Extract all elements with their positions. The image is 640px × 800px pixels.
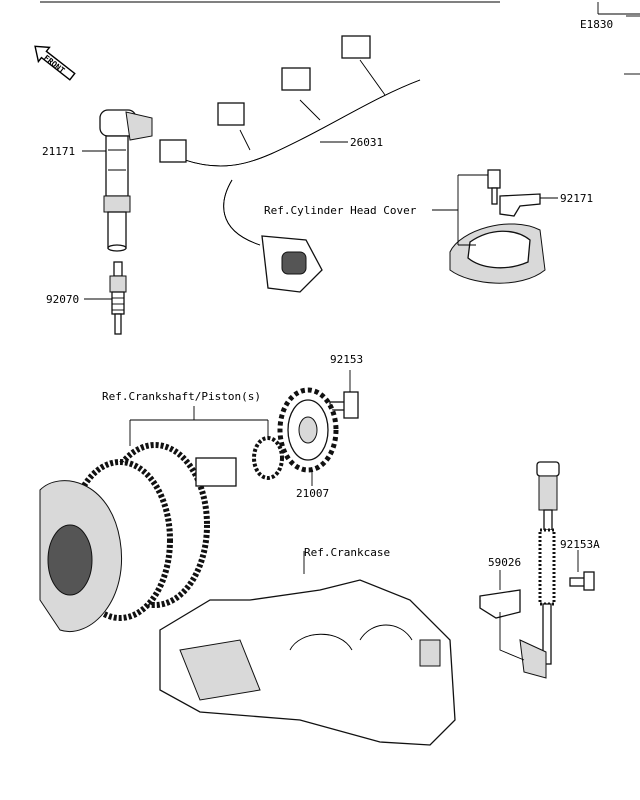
ref-crankcase: Ref.Crankcase: [304, 546, 390, 559]
part-label-21007: 21007: [296, 487, 329, 500]
bolt-92153: [329, 391, 359, 419]
part-label-59026: 59026: [488, 556, 521, 569]
ref-crankshaft-piston: Ref.Crankshaft/Piston(s): [102, 390, 261, 403]
ref-cylinder-head-cover: Ref.Cylinder Head Cover: [264, 204, 417, 217]
crank-sensor: [479, 461, 560, 679]
front-arrow: FRONT: [34, 45, 76, 81]
part-label-21171: 21171: [42, 145, 75, 158]
ignition-coil: [99, 109, 153, 252]
part-label-92171: 92171: [560, 192, 593, 205]
figure-code: E1830: [580, 18, 613, 31]
crankshaft: [39, 436, 284, 632]
part-label-92153: 92153: [330, 353, 363, 366]
part-label-92153A: 92153A: [560, 538, 600, 551]
timing-rotor: [277, 387, 339, 473]
part-label-26031: 26031: [350, 136, 383, 149]
frame-lines: [40, 1, 640, 75]
wiring-harness: [159, 35, 421, 293]
crankcase: [159, 579, 456, 746]
bolt-92153a: [569, 571, 595, 591]
cylinder-head-cover-ref: [449, 169, 546, 284]
part-label-92070: 92070: [46, 293, 79, 306]
spark-plug: [109, 261, 127, 335]
